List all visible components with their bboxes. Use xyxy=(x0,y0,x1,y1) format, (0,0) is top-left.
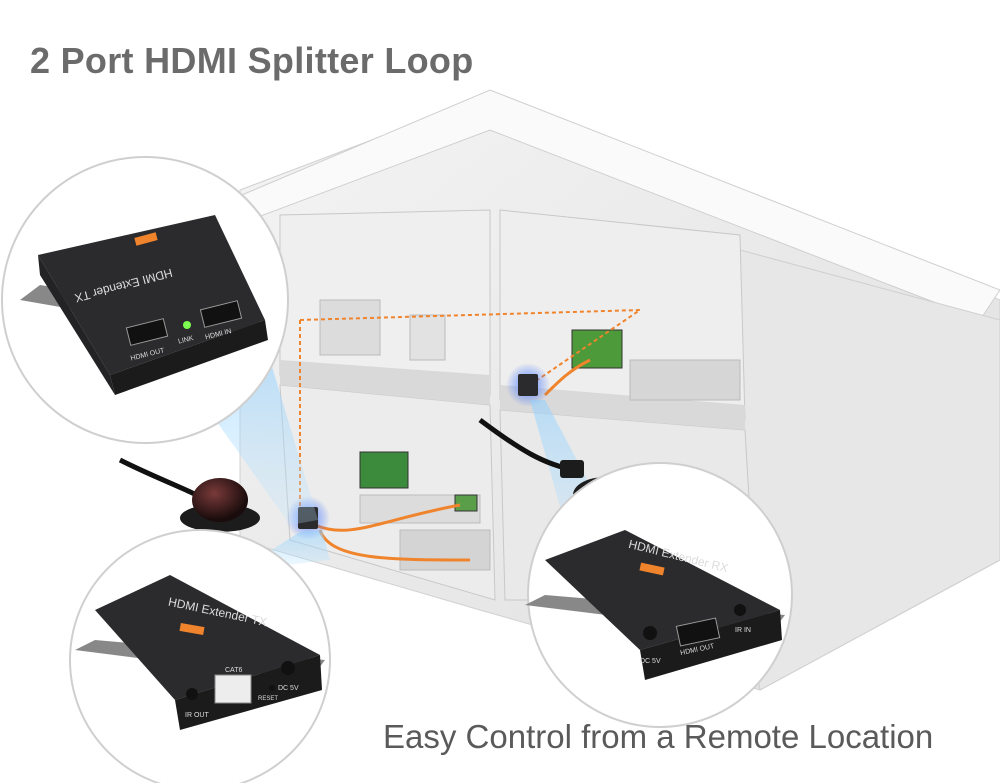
cat6-port xyxy=(214,674,252,704)
tv-screen xyxy=(571,329,623,369)
rx-dc-label: DC 5V xyxy=(640,658,661,665)
page-title: 2 Port HDMI Splitter Loop xyxy=(30,40,474,81)
ir-receiver xyxy=(118,457,260,532)
callout-tx-top: HDMI Extender TX HDMI OUT LINK HDMI IN xyxy=(1,156,289,444)
caption: Easy Control from a Remote Location xyxy=(383,718,934,755)
tx-top-link-label: LINK xyxy=(177,335,194,346)
tx-bottom-cat-label: CAT6 xyxy=(225,667,242,674)
tx-bottom-dc-label: DC 5V xyxy=(278,685,299,692)
callout-rx: HDMI Extender RX DC 5V HDMI OUT IR IN xyxy=(525,462,793,728)
tv-screen xyxy=(359,451,409,489)
callout-tx-bottom: HDMI Extender TX CAT6 IR OUT RESET DC 5V xyxy=(69,529,331,783)
link-led-icon xyxy=(183,321,191,329)
tx-bottom-ir-label: IR OUT xyxy=(185,712,209,719)
rx-ir-label: IR IN xyxy=(735,627,751,634)
house xyxy=(229,89,1000,691)
tx-bottom-reset-label: RESET xyxy=(258,696,278,702)
